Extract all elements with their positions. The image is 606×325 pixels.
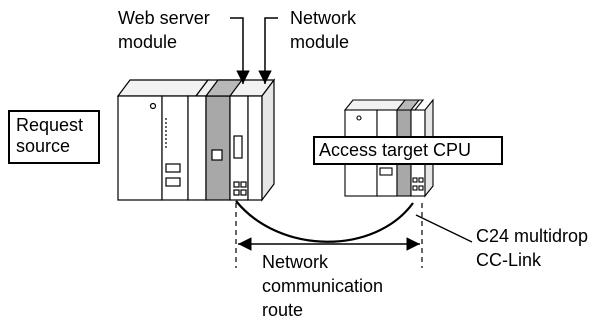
network-module-label-line1: Network bbox=[290, 8, 357, 28]
route-boundaries bbox=[235, 203, 423, 268]
route-label-line2: communication bbox=[262, 276, 384, 296]
c24-leader bbox=[415, 214, 473, 243]
web-server-label-line1: Web server bbox=[118, 8, 210, 28]
request-source-box: Request source bbox=[8, 110, 100, 164]
access-target-box: Access target CPU bbox=[313, 136, 503, 165]
cc-link-label: CC-Link bbox=[476, 250, 542, 270]
route-label-line1: Network bbox=[262, 252, 329, 272]
route-label-line3: route bbox=[262, 300, 304, 320]
c24-multidrop-label: C24 multidrop bbox=[476, 226, 589, 246]
module-pointers bbox=[230, 17, 278, 84]
network-cable bbox=[235, 200, 414, 243]
web-server-label-line2: module bbox=[118, 32, 178, 52]
network-module-label-line2: module bbox=[290, 32, 350, 52]
access-target-label: Access target CPU bbox=[319, 140, 472, 160]
request-source-line1: Request bbox=[16, 115, 84, 135]
left-plc-icon bbox=[116, 78, 276, 202]
request-source-line2: source bbox=[16, 136, 71, 156]
